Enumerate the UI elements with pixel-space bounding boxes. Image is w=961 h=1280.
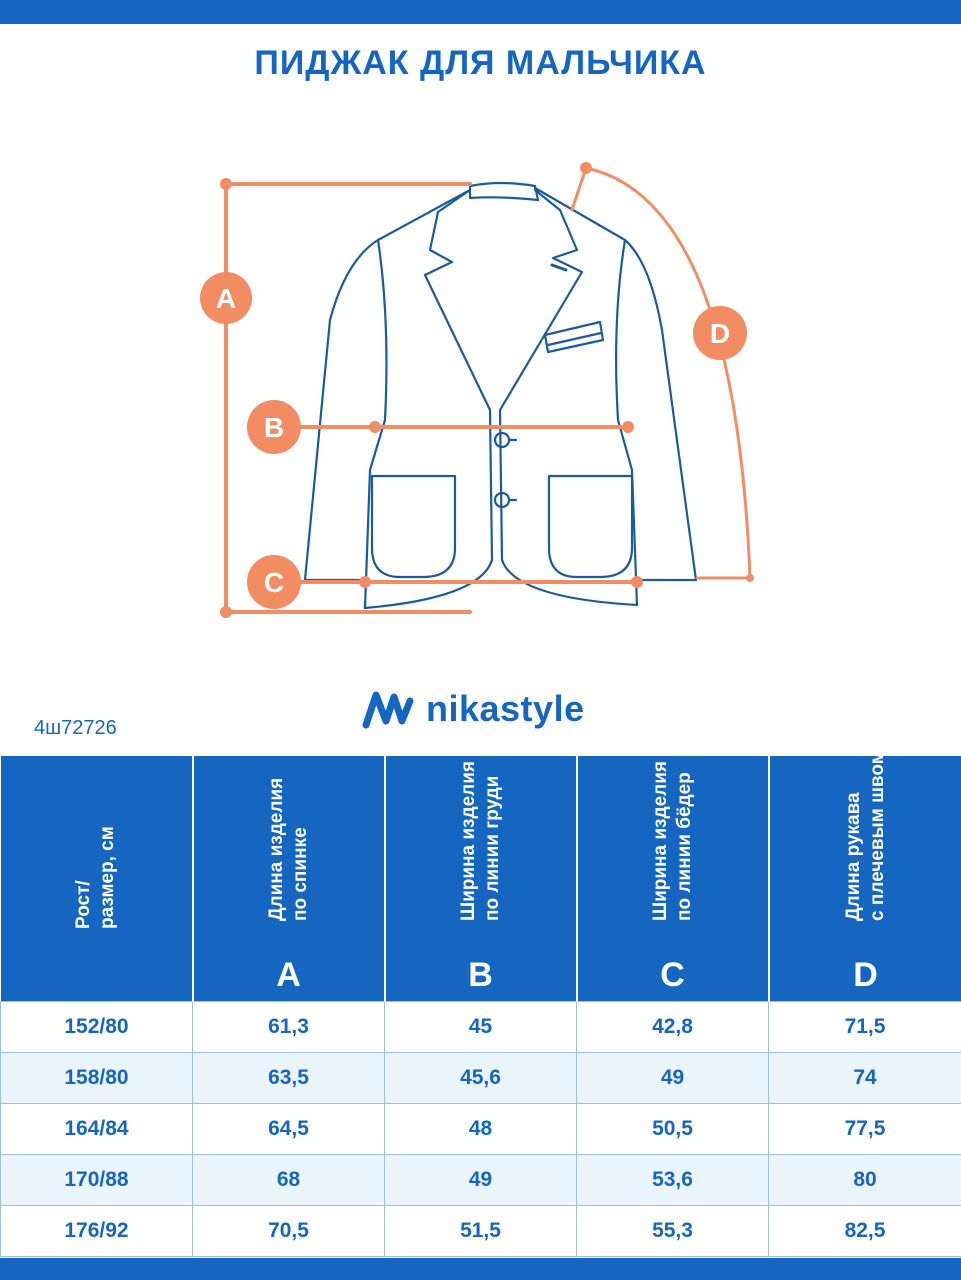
table-cell: 61,3 (192, 1001, 385, 1053)
table-cell: 49 (384, 1154, 577, 1206)
header-line: размер, см (97, 826, 118, 929)
table-row: 152/80 61,3 45 42,8 71,5 (0, 1001, 961, 1053)
header-height-size: Рост/ размер, см (0, 756, 194, 1002)
label-c-badge: C (247, 555, 301, 609)
header-line: по линии бёдер (673, 772, 695, 921)
jacket-outline (303, 181, 698, 610)
table-cell: 176/92 (0, 1205, 193, 1257)
header-line: с плечевым швом (866, 750, 888, 921)
article-number: 4ш72726 (34, 717, 117, 739)
table-cell: 77,5 (768, 1103, 961, 1155)
label-b-badge: B (247, 400, 301, 454)
table-cell: 74 (768, 1052, 961, 1104)
table-cell: 48 (384, 1103, 577, 1155)
label-c: C (264, 567, 284, 598)
table-cell: 42,8 (576, 1001, 769, 1053)
table-row: 164/84 64,5 48 50,5 77,5 (0, 1103, 961, 1155)
page-title: ПИДЖАК ДЛЯ МАЛЬЧИКА (254, 44, 707, 82)
bottom-bar (0, 1258, 961, 1280)
top-bar (0, 0, 961, 24)
table-cell: 53,6 (576, 1154, 769, 1206)
table-cell: 68 (192, 1154, 385, 1206)
table-cell: 45,6 (384, 1052, 577, 1104)
table-row: 158/80 63,5 45,6 49 74 (0, 1052, 961, 1104)
header-letter-a: A (276, 956, 301, 994)
header-line: Ширина изделия (457, 761, 479, 921)
table-cell: 71,5 (768, 1001, 961, 1053)
header-line: Рост/ (73, 880, 94, 929)
size-table-header: Рост/ размер, см Длина изделия по спинке… (0, 750, 961, 1002)
table-cell: 64,5 (192, 1103, 385, 1155)
brand-name: nikastyle (426, 688, 585, 729)
table-cell: 70,5 (192, 1205, 385, 1257)
brand-logo: nikastyle (362, 684, 585, 734)
header-letter-b: B (468, 956, 493, 994)
measurement-dots (220, 162, 754, 618)
table-row: 176/92 70,5 51,5 55,3 82,5 (0, 1205, 961, 1257)
table-cell: 164/84 (0, 1103, 193, 1155)
table-cell: 82,5 (768, 1205, 961, 1257)
table-cell: 51,5 (384, 1205, 577, 1257)
header-line: по линии груди (481, 775, 503, 921)
table-cell: 55,3 (576, 1205, 769, 1257)
table-cell: 170/88 (0, 1154, 193, 1206)
label-d-badge: D (693, 306, 747, 360)
header-line: по спинке (289, 827, 311, 921)
label-a: A (216, 283, 236, 314)
size-table: Рост/ размер, см Длина изделия по спинке… (0, 750, 961, 1257)
measurement-lines (224, 166, 752, 614)
header-line: Длина изделия (265, 777, 287, 921)
header-letter-c: C (660, 956, 685, 994)
header-line: Длина рукава (842, 792, 864, 921)
nikastyle-wave-logo-icon (362, 691, 414, 729)
header-letter-d: D (853, 956, 878, 994)
header-chest-width: Ширина изделия по линии груди B (383, 756, 578, 1002)
header-sleeve-length: Длина рукава с плечевым швом D (767, 750, 961, 1002)
table-cell: 49 (576, 1052, 769, 1104)
header-hip-width: Ширина изделия по линии бёдер C (575, 756, 770, 1002)
label-a-badge: A (200, 272, 252, 324)
table-cell: 63,5 (192, 1052, 385, 1104)
table-cell: 158/80 (0, 1052, 193, 1104)
table-cell: 152/80 (0, 1001, 193, 1053)
table-cell: 50,5 (576, 1103, 769, 1155)
header-back-length: Длина изделия по спинке A (191, 756, 386, 1002)
table-row: 170/88 68 49 53,6 80 (0, 1154, 961, 1206)
label-b: B (264, 412, 284, 443)
label-d: D (710, 318, 730, 349)
table-cell: 45 (384, 1001, 577, 1053)
table-cell: 80 (768, 1154, 961, 1206)
header-line: Ширина изделия (649, 761, 671, 921)
jacket-diagram: A B C D (200, 162, 754, 618)
